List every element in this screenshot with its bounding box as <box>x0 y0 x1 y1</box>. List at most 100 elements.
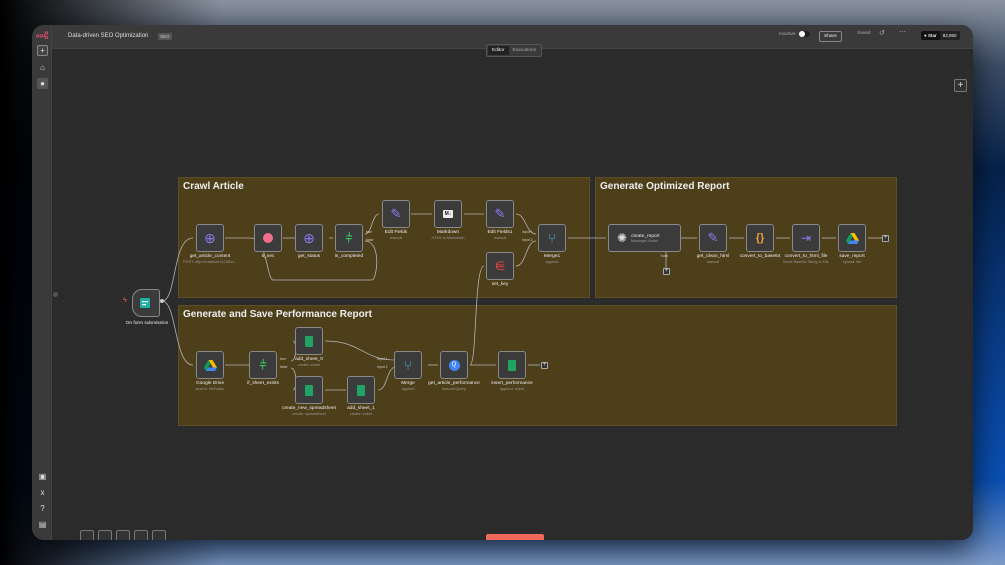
node-label: Markdown <box>436 230 460 235</box>
workflow-canvas[interactable]: + Crawl Article Generate Optimized Repor… <box>52 49 973 540</box>
node-create-new-spreadsheet[interactable] <box>295 376 323 404</box>
globe-icon: ⊕ <box>303 229 315 246</box>
node-get-status[interactable]: ⊕ <box>295 224 323 252</box>
add-tool-button[interactable]: + <box>663 268 670 275</box>
node-convert-to-base64[interactable]: {} <box>746 224 774 252</box>
n8n-logo <box>36 31 49 39</box>
tab-editor[interactable]: Editor <box>488 46 509 55</box>
variables-icon[interactable]: x <box>40 487 45 497</box>
node-label: create_new_spreadsheet <box>282 406 336 411</box>
google-sheets-icon <box>357 384 365 396</box>
globe-icon: ⊕ <box>204 229 216 246</box>
node-add-sheet-1[interactable] <box>347 376 375 404</box>
wire <box>161 237 194 302</box>
node-merge1[interactable]: ⑂ <box>538 224 566 252</box>
node-label: convert_to_html_file <box>784 254 828 259</box>
group-title: Generate and Save Performance Report <box>183 309 372 320</box>
wait-icon <box>263 233 273 243</box>
node-if-sheet-exists[interactable]: ⫩ <box>249 351 277 379</box>
tidy-up-icon[interactable] <box>152 530 166 540</box>
node-save-report[interactable] <box>838 224 866 252</box>
bigquery-icon: Q <box>448 359 460 371</box>
node-subtitle: append <box>401 387 415 391</box>
zoom-out-icon[interactable] <box>116 530 130 540</box>
home-icon[interactable]: ⌂ <box>40 62 45 72</box>
node-merge[interactable]: ⑂ <box>394 351 422 379</box>
branch-true-label: true <box>280 357 287 361</box>
node-subtitle: append <box>545 260 559 264</box>
active-toggle[interactable]: Inactive <box>779 31 810 37</box>
help-icon[interactable]: ? <box>40 503 45 513</box>
node-get-clean-html[interactable]: ✎ <box>699 224 727 252</box>
output-pin[interactable] <box>160 299 164 303</box>
code-braces-icon: {} <box>755 232 765 244</box>
node-subtitle: create: sheet <box>350 412 372 416</box>
node-insert-performance[interactable] <box>498 351 526 379</box>
node-edit-fields1[interactable]: ✎ <box>486 200 514 228</box>
node-label: add_sheet_0 <box>295 357 323 362</box>
wire <box>515 240 537 267</box>
add-node-button[interactable]: + <box>954 79 967 92</box>
wire <box>324 340 397 361</box>
wire <box>161 300 194 366</box>
google-sheets-icon <box>305 335 313 347</box>
input-1-label: Input 1 <box>522 230 533 234</box>
whats-new-icon[interactable]: ▤ <box>38 519 47 529</box>
node-subtitle: manual <box>706 260 720 264</box>
node-label: Google Drive <box>196 381 224 386</box>
node-set-key[interactable]: ⋹ <box>486 252 514 280</box>
workflow-title[interactable]: Data-driven SEO Optimization <box>68 33 149 39</box>
templates-icon[interactable]: ▣ <box>38 471 47 481</box>
github-icon: ● Star <box>924 33 937 38</box>
node-subtitle: create: spreadsheet <box>292 412 326 416</box>
saved-label: Saved <box>857 31 871 36</box>
node-convert-to-html-file[interactable]: ⇥ <box>792 224 820 252</box>
pencil-icon: ✎ <box>390 206 402 221</box>
node-get-article-performance[interactable]: Q <box>440 351 468 379</box>
reset-zoom-icon[interactable] <box>134 530 148 540</box>
node-5-sec[interactable] <box>254 224 282 252</box>
node-label: is_completed <box>334 254 364 259</box>
tab-executions[interactable]: Executions <box>512 48 536 53</box>
node-markdown[interactable]: M↓ <box>434 200 462 228</box>
user-icon[interactable]: ● <box>37 78 48 89</box>
node-get-article-content[interactable]: ⊕ <box>196 224 224 252</box>
test-workflow-button[interactable] <box>486 534 544 540</box>
node-add-sheet-0[interactable] <box>295 327 323 355</box>
group-crawl-article[interactable]: Crawl Article <box>178 177 590 298</box>
add-icon[interactable]: + <box>37 45 48 56</box>
pencil-icon: ✎ <box>707 230 719 245</box>
node-subtitle: append: sheet <box>499 387 525 391</box>
node-is-completed[interactable]: ⫩ <box>335 224 363 252</box>
wire <box>469 265 485 366</box>
add-next-node-button[interactable]: + <box>541 362 548 369</box>
zoom-in-icon[interactable] <box>98 530 112 540</box>
node-label: get_article_performance <box>428 381 480 386</box>
node-on-form-submission[interactable] <box>132 289 160 317</box>
node-label: 5_sec <box>261 254 275 259</box>
google-drive-icon <box>203 359 217 371</box>
workflow-tag[interactable]: SEO <box>158 33 172 40</box>
input-1-label: Input 1 <box>377 357 388 361</box>
input-2-label: Input 2 <box>377 365 388 369</box>
branch-true-label: true <box>366 230 373 234</box>
node-subtitle: manual <box>389 236 403 240</box>
sidebar-collapse-handle[interactable] <box>53 292 58 297</box>
if-icon: ⫩ <box>345 230 353 245</box>
node-google-drive[interactable] <box>196 351 224 379</box>
fit-view-icon[interactable] <box>80 530 94 540</box>
share-button[interactable]: Share <box>819 31 842 42</box>
group-generate-save-performance[interactable]: Generate and Save Performance Report <box>178 305 897 426</box>
toggle-switch[interactable] <box>798 31 810 37</box>
node-edit-fields[interactable]: ✎ <box>382 200 410 228</box>
app-window: + ⌂ ● ▣ x ? ▤ Data-driven SEO Optimizati… <box>32 25 973 540</box>
history-icon[interactable]: ↺ <box>879 30 885 37</box>
more-icon[interactable]: ⋯ <box>899 29 906 36</box>
openai-icon: ✺ <box>617 231 628 245</box>
node-label: save_report <box>839 254 865 259</box>
add-next-node-button[interactable]: + <box>882 235 889 242</box>
node-subtitle: POST: http://crawl4ai:11235/cr... <box>183 260 237 264</box>
canvas-controls <box>80 530 166 540</box>
